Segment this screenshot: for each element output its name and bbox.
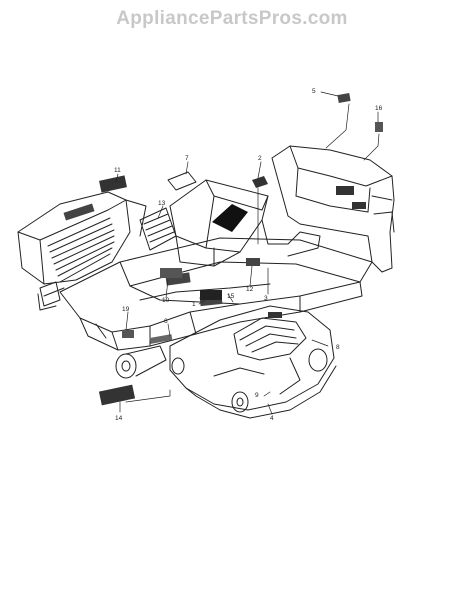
decals [98,93,383,406]
decal-12 [246,258,260,266]
seat-pan [169,179,321,267]
callout-5: 5 [312,88,316,95]
front-wheel [115,345,185,379]
callout-10: 10 [162,297,170,304]
callout-4: 4 [270,415,274,422]
decal-2 [252,176,268,188]
callout-3: 3 [264,295,268,302]
callout-8: 8 [336,344,340,351]
decal-16 [375,122,383,132]
rear-fender [271,145,395,273]
callout-7: 7 [185,155,189,162]
mower-deck [169,305,337,419]
callout-13: 13 [158,200,166,207]
decal-14 [98,384,136,406]
callout-19: 19 [122,306,130,313]
callout-labels: 5 16 7 2 11 13 12 15 10 3 1 19 6 8 9 4 1… [114,88,383,422]
side-tube [37,281,65,311]
bracket-7 [167,171,197,191]
callout-6: 6 [164,318,168,325]
decal-15 [200,290,222,300]
callout-1: 1 [192,301,196,308]
callout-15: 15 [227,293,235,300]
engine-hood [17,191,147,285]
decal-10 [160,268,182,278]
callout-2: 2 [258,155,262,162]
callout-12: 12 [246,286,254,293]
decal-11 [99,175,127,193]
callout-16: 16 [375,105,383,112]
leader-lines [115,91,380,415]
callout-9: 9 [255,392,259,399]
callout-11: 11 [114,167,121,174]
callout-14: 14 [115,415,123,422]
grille-panel [139,207,177,251]
decal-5 [337,93,351,103]
watermark: AppliancePartsPros.com [116,8,348,29]
